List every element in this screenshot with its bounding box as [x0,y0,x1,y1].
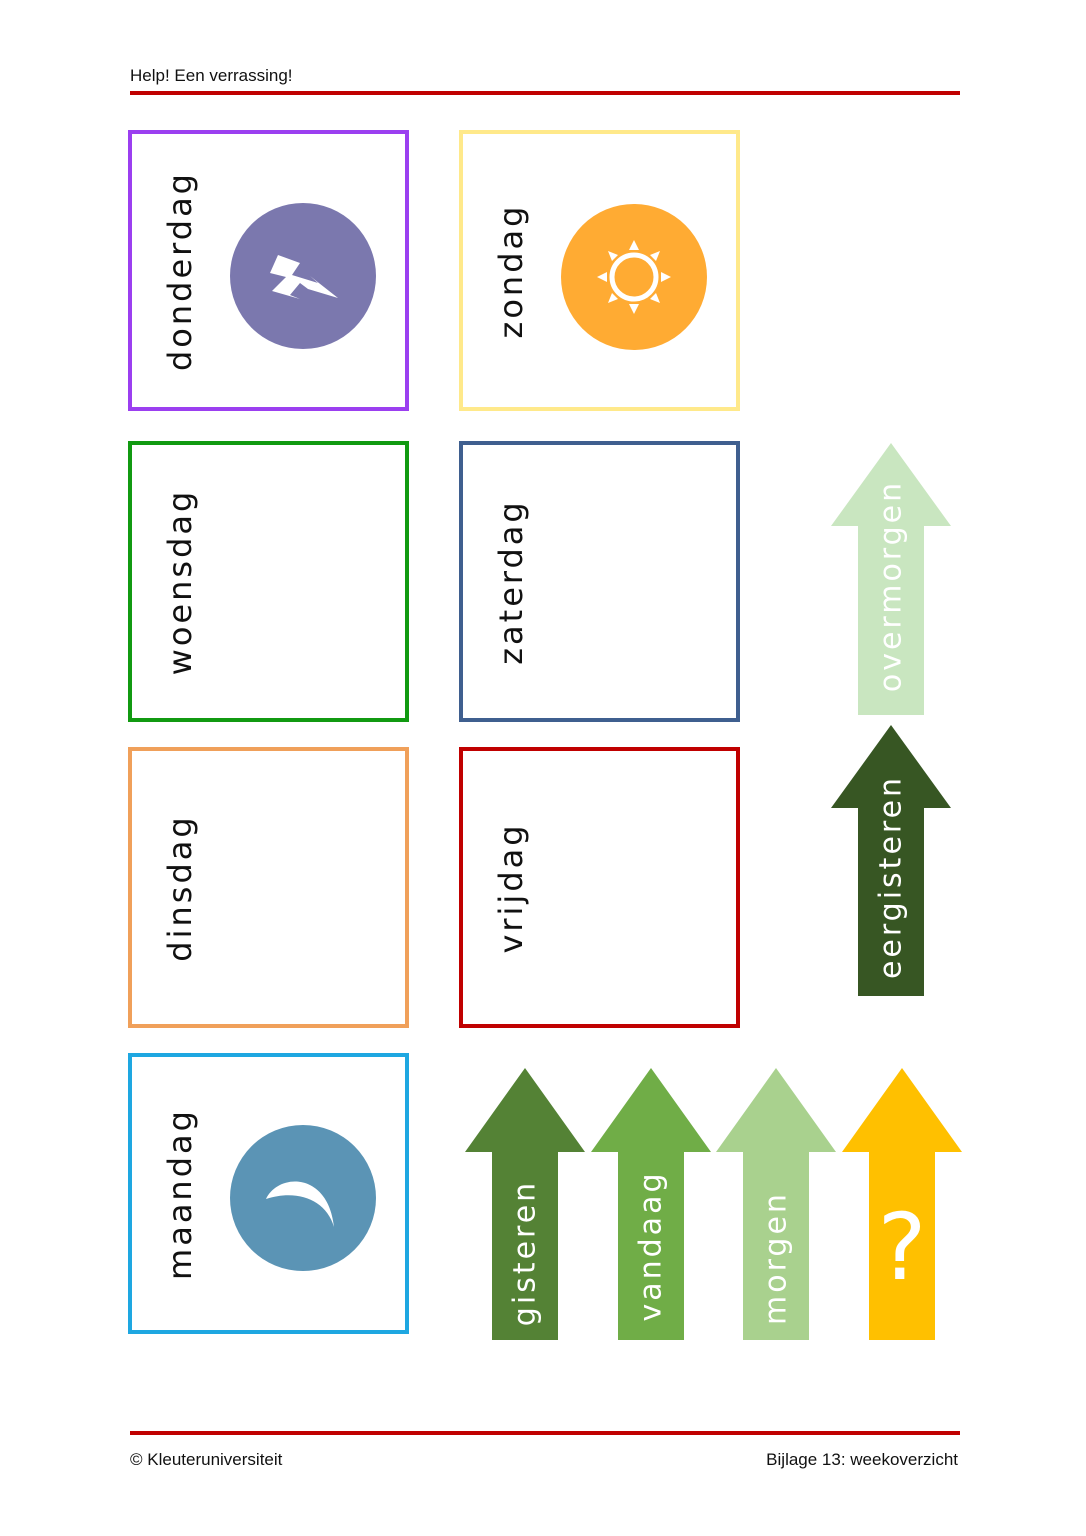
card-zaterdag: zaterdag [459,441,740,722]
arrow-label: overmorgen [873,479,909,693]
arrow-vandaag: vandaag [591,1068,711,1340]
arrow-shaft [858,807,924,996]
lightning-icon [230,203,376,349]
arrow-shaft [492,1151,558,1340]
arrow-label: gisteren [507,1179,543,1327]
card-label: zaterdag [492,498,530,665]
arrow-morgen: morgen [716,1068,836,1340]
card-donderdag: donderdag [128,130,409,411]
header-rule [130,91,960,95]
document-title: Help! Een verrassing! [130,66,293,85]
moon-icon [230,1125,376,1271]
arrow-shaft [858,525,924,715]
arrow-label: morgen [758,1191,794,1325]
arrow-head [591,1068,711,1152]
arrow-head [842,1068,962,1152]
arrow-gisteren: gisteren [465,1068,585,1340]
arrow-head [465,1068,585,1152]
arrow-label: vandaag [633,1170,669,1322]
arrow-shaft [743,1151,809,1340]
card-label: woensdag [161,488,199,675]
card-dinsdag: dinsdag [128,747,409,1028]
card-vrijdag: vrijdag [459,747,740,1028]
card-maandag: maandag [128,1053,409,1334]
arrow-eergisteren: eergisteren [831,725,951,996]
footer-rule [130,1431,960,1435]
card-label: vrijdag [492,821,530,954]
card-label: dinsdag [161,813,199,962]
arrow-head [831,725,951,808]
footer-copyright: © Kleuteruniversiteit [130,1450,283,1469]
card-label: maandag [161,1107,199,1280]
arrow-question: ? [842,1068,962,1340]
sun-icon [561,204,707,350]
card-label: zondag [492,203,530,338]
card-woensdag: woensdag [128,441,409,722]
card-label: donderdag [161,170,199,371]
question-mark: ? [877,1194,927,1301]
arrow-shaft [618,1151,684,1340]
arrow-shaft [869,1151,935,1340]
card-zondag: zondag [459,130,740,411]
arrow-overmorgen: overmorgen [831,443,951,715]
footer-appendix: Bijlage 13: weekoverzicht [766,1450,958,1469]
arrow-head [716,1068,836,1152]
arrow-head [831,443,951,526]
arrow-label: eergisteren [873,774,909,980]
